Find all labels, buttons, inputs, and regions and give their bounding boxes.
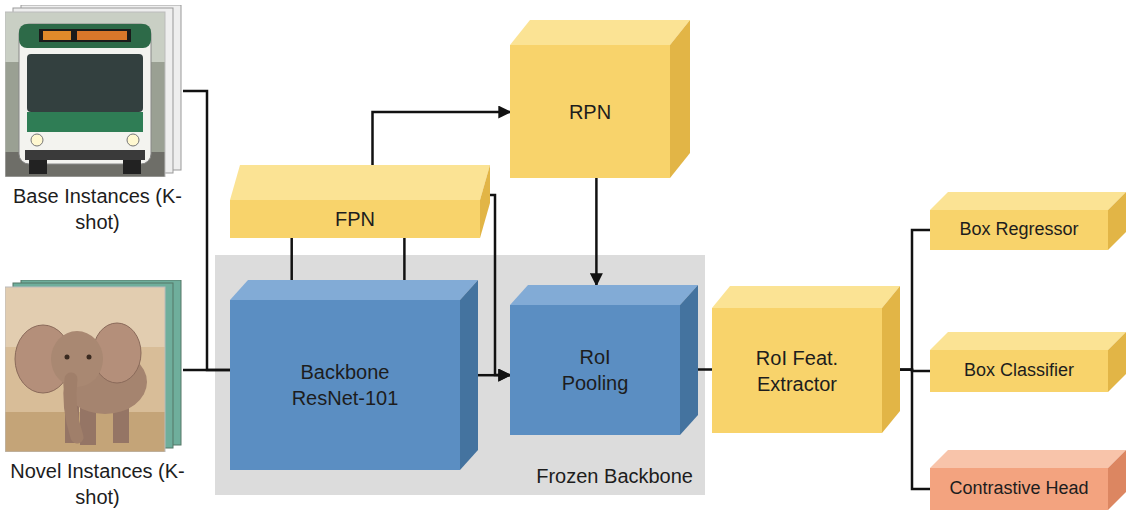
node-label: FPN — [335, 206, 375, 232]
box-top-face — [930, 450, 1126, 468]
box-top-face — [510, 285, 698, 305]
pooling-block: RoI Pooling — [510, 305, 680, 435]
flow-connector — [900, 370, 930, 489]
box-top-face — [930, 192, 1126, 210]
box-side-face — [1108, 332, 1126, 392]
flow-connector — [290, 238, 293, 280]
flow-connector — [403, 238, 406, 280]
photo-illustration — [5, 287, 165, 452]
box-extrusion — [510, 20, 690, 178]
flow-connector — [183, 369, 230, 372]
box-side-face — [1108, 192, 1126, 250]
node-label: Base Instances (K-shot) — [5, 183, 190, 235]
feature-extractor-block: RoI Feat. Extractor — [712, 308, 882, 433]
input-photo — [5, 5, 183, 177]
box-side-face — [882, 286, 900, 433]
box-top-face — [230, 165, 490, 200]
node-label: RoI Pooling — [550, 344, 640, 396]
node-label: Novel Instances (K-shot) — [5, 458, 190, 510]
flow-connector — [490, 195, 510, 375]
rpn-block: RPN — [510, 45, 670, 178]
input-image-stack: Base Instances (K-shot) — [5, 5, 190, 235]
box-side-face — [460, 280, 478, 470]
flow-connector — [373, 112, 511, 165]
box-top-face — [510, 20, 690, 45]
node-label: Box Classifier — [964, 359, 1074, 382]
backbone-block: Backbone ResNet-101 — [230, 300, 460, 470]
frozen-region-ground — [215, 255, 705, 495]
photo-illustration — [5, 12, 165, 177]
input-image-stack: Novel Instances (K-shot) — [5, 280, 190, 510]
frozen-region: Frozen Backbone Backbone ResNet-101 RoI Po… — [215, 255, 705, 495]
box-top-face — [930, 332, 1126, 350]
box-top-face — [230, 280, 478, 300]
flow-connector — [900, 230, 930, 370]
node-label: RoI Feat. Extractor — [742, 345, 852, 397]
flow-connector — [698, 368, 712, 371]
fpn-block: FPN — [230, 200, 480, 238]
flow-connector — [183, 91, 230, 370]
node-label: RPN — [569, 99, 611, 125]
head-block: Contrastive Head — [930, 468, 1108, 510]
box-top-face — [712, 286, 900, 308]
node-label: Contrastive Head — [949, 477, 1088, 500]
node-label: Frozen Backbone — [536, 463, 693, 489]
box-side-face — [680, 285, 698, 435]
box-side-face — [670, 20, 690, 178]
head-block: Box Regressor — [930, 210, 1108, 250]
flow-connector — [478, 374, 510, 377]
node-label: Backbone ResNet-101 — [275, 359, 415, 411]
stacked-card — [13, 8, 173, 173]
head-block: Box Classifier — [930, 350, 1108, 392]
flow-connector — [595, 178, 598, 285]
input-photo — [5, 280, 183, 452]
node-label: Box Regressor — [959, 218, 1078, 241]
box-side-face — [480, 165, 490, 238]
box-side-face — [1108, 450, 1126, 510]
